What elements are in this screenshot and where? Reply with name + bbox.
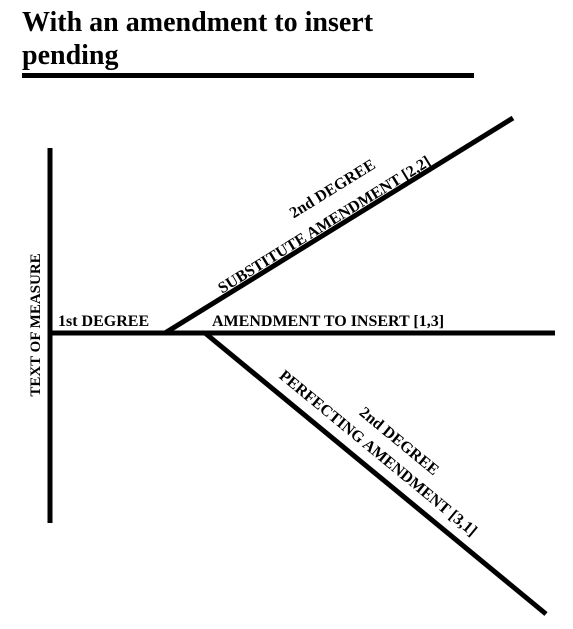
amendment-to-insert-label: AMENDMENT TO INSERT [1,3] (212, 313, 444, 330)
substitute-branch-line (163, 115, 515, 336)
title-underline (22, 73, 474, 78)
page-title: With an amendment to insert pending (22, 6, 373, 72)
text-of-measure-label: TEXT OF MEASURE (28, 253, 44, 396)
substitute-amendment-label: SUBSTITUTE AMENDMENT [2,2] (215, 153, 434, 297)
title-line-2: pending (22, 40, 119, 71)
first-degree-label: 1st DEGREE (58, 313, 149, 330)
perfecting-branch-line (203, 331, 548, 616)
perfecting-amendment-label: PERFECTING AMENDMENT [3,1] (276, 367, 480, 540)
title-line-1: With an amendment to insert (22, 7, 374, 38)
